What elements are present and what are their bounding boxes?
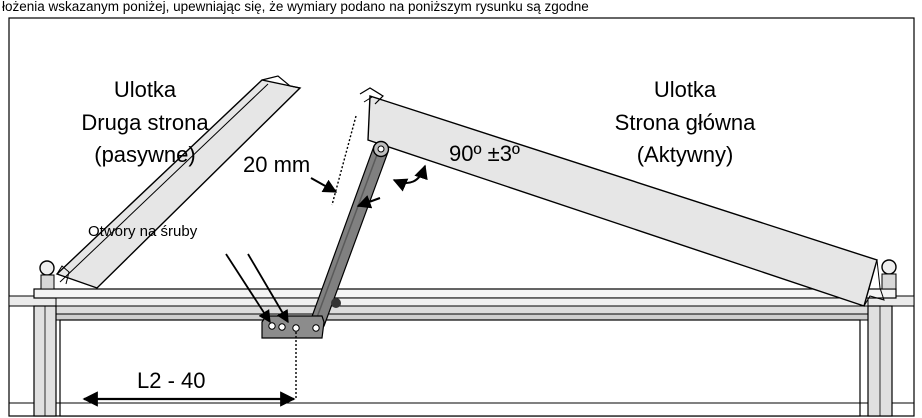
screw-holes-label: Otwory na śruby	[88, 223, 198, 240]
active-leaf-line1: Ulotka	[654, 77, 717, 102]
active-leaf-line3: (Aktywny)	[637, 142, 734, 167]
offset-dimension-label: 20 mm	[243, 152, 310, 177]
passive-leaf	[55, 75, 302, 289]
screw-hole	[312, 324, 320, 332]
screw-arrow-1	[225, 253, 271, 324]
offset-arrow-right	[356, 195, 381, 209]
screw-hole	[292, 324, 300, 332]
base-frame	[8, 288, 915, 417]
screw-hole	[268, 322, 276, 330]
active-leaf	[359, 87, 885, 307]
angle-label: 90º ±3º	[449, 141, 520, 166]
mounting-plate	[261, 315, 325, 339]
rotation-arrow	[392, 164, 428, 192]
active-leaf-line2: Strona główna	[615, 110, 756, 135]
offset-arrow-left	[310, 177, 338, 193]
right-post	[867, 305, 893, 417]
passive-leaf-line3: (pasywne)	[94, 142, 195, 167]
header-text: łożenia wskazanym poniżej, upewniając si…	[2, 0, 589, 14]
right-hinge	[881, 259, 897, 290]
passive-leaf-line1: Ulotka	[114, 77, 177, 102]
left-hinge	[39, 260, 55, 290]
screw-arrow-2	[247, 253, 289, 324]
bottom-dimension-label: L2 - 40	[137, 368, 206, 393]
passive-leaf-line2: Druga strona	[81, 110, 209, 135]
screw-hole	[278, 323, 286, 331]
left-post	[33, 305, 57, 417]
